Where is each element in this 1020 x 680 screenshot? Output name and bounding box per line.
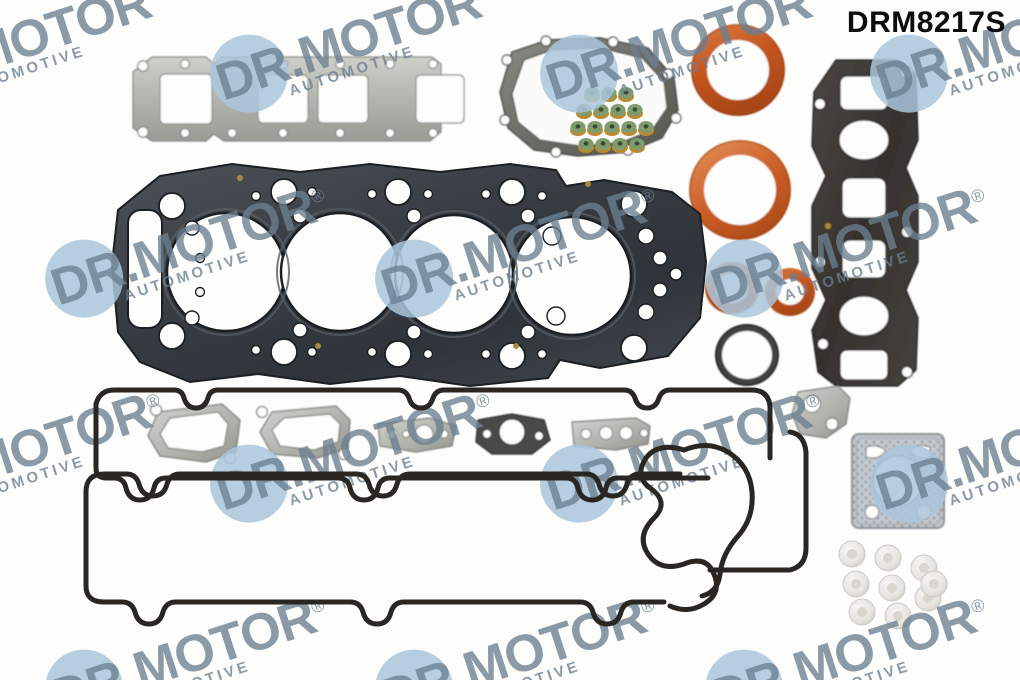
part-intake-manifold-gasket: [811, 59, 919, 387]
part-camshaft-seal-left: [705, 262, 759, 314]
valve-stem-seal-bore: [598, 107, 604, 112]
sealing-washer-bore: [851, 579, 861, 589]
part-washer-set: [838, 540, 948, 630]
part-oil-feed-gasket-c: [571, 417, 651, 451]
part-exhaust-manifold-gasket: [132, 56, 465, 142]
part-camshaft-seal-right: [765, 268, 815, 316]
valve-stem-seal-bore: [600, 141, 606, 146]
sealing-washer-bore: [887, 583, 897, 593]
valve-stem-seal-bore: [617, 141, 623, 146]
valve-stem-seal-bore: [581, 107, 587, 112]
valve-stem-seal-bore: [632, 107, 638, 112]
sealing-washer-bore: [883, 553, 893, 563]
part-oil-feed-gasket-b: [475, 413, 551, 455]
valve-stem-seal-bore: [626, 124, 632, 129]
part-oil-feed-gasket-a: [377, 417, 457, 453]
part-thermostat-gasket-left: [147, 403, 241, 465]
valve-stem-seal-bore: [583, 141, 589, 146]
sealing-washer-bore: [929, 579, 939, 589]
valve-stem-seal-bore: [609, 124, 615, 129]
part-exhaust-flange-gasket: [851, 433, 945, 529]
valve-stem-seal-bore: [606, 90, 612, 95]
part-oil-seal-black: [715, 324, 779, 386]
sealing-washer-bore: [919, 563, 929, 573]
valve-stem-seal-bore: [643, 124, 649, 129]
part-turbo-oil-gasket: [791, 385, 851, 439]
part-cylinder-head-gasket: [110, 162, 708, 388]
sealing-washer-bore: [857, 607, 867, 617]
valve-stem-seal-bore: [575, 124, 581, 129]
part-thermostat-gasket-right: [255, 405, 351, 461]
valve-stem-seal-bore: [615, 107, 621, 112]
valve-stem-seal-bore: [623, 90, 629, 95]
valve-stem-seal-bore: [589, 90, 595, 95]
part-crankshaft-seal-rear: [689, 140, 791, 240]
product-code: DRM8217S: [846, 6, 1006, 39]
sealing-washer-bore: [893, 611, 903, 621]
part-crankshaft-seal-front: [691, 24, 785, 116]
valve-stem-seal-bore: [592, 124, 598, 129]
valve-stem-seal-bore: [634, 141, 640, 146]
sealing-washer-bore: [847, 549, 857, 559]
